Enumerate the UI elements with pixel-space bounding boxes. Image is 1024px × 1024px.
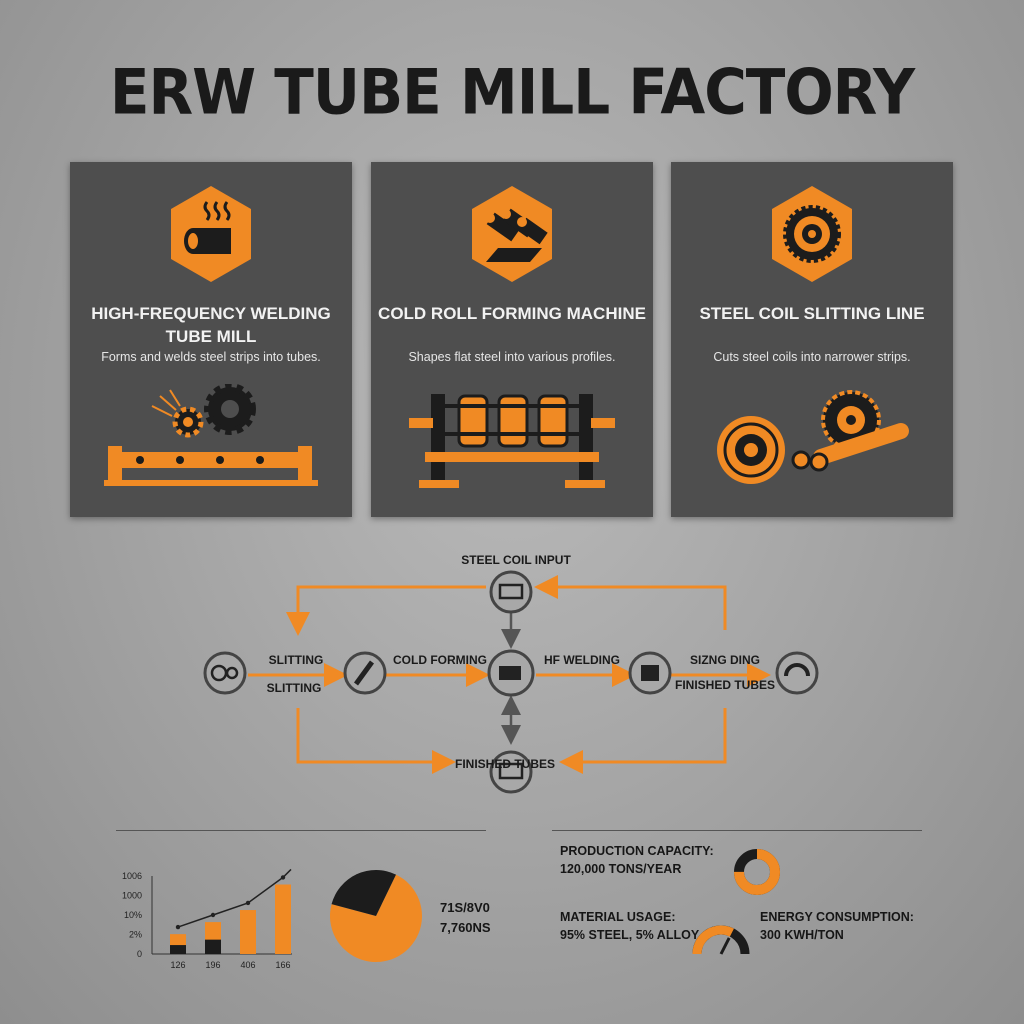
label-hf-welding: HF WELDING	[544, 653, 620, 667]
slitting-line-illustration	[717, 390, 909, 484]
bar-chart-y-tick: 10%	[124, 910, 142, 920]
bar-chart-x-tick: 126	[170, 960, 185, 970]
trend-arrow	[282, 868, 292, 878]
production-capacity-value: 120,000 TONS/YEAR	[560, 862, 682, 876]
divider-left	[116, 830, 486, 831]
gauge-fill	[692, 925, 734, 955]
process-flow-diagram: STEEL COIL INPUT SLITTING SLITTING COLD …	[203, 553, 819, 794]
divider-right	[552, 830, 922, 831]
page-title: ERW TUBE MILL FACTORY	[109, 55, 915, 129]
donut-fill	[734, 849, 780, 895]
node-steel-coil-input	[489, 570, 533, 614]
bar-chart-y-tick: 0	[137, 949, 142, 959]
node-hf-welding	[487, 649, 535, 697]
node-finished-tubes-right	[775, 651, 819, 695]
saw-blade-icon	[772, 186, 852, 282]
trend-point	[210, 912, 216, 918]
label-finished-tubes-bottom: FINISHED TUBES	[455, 757, 555, 771]
gauge-needle	[719, 937, 731, 955]
card-description: Shapes flat steel into various profiles.	[408, 350, 616, 364]
energy-consumption-label: ENERGY CONSUMPTION:	[760, 910, 914, 924]
material-usage-label: MATERIAL USAGE:	[560, 910, 676, 924]
pie-legend: 71S/8V0 7,760NS	[440, 898, 491, 938]
card-title: COLD ROLL FORMING MACHINE	[378, 304, 646, 323]
bar-chart-y-tick: 1000	[122, 891, 142, 901]
card-title: HIGH-FREQUENCY WELDING TUBE MILL	[91, 304, 331, 346]
roll-forming-illustration	[409, 394, 615, 488]
bar	[240, 910, 256, 954]
energy-gauge	[692, 925, 750, 955]
card-cold-roll-forming: COLD ROLL FORMING MACHINE Shapes flat st…	[371, 162, 653, 517]
card-hf-welding: HIGH-FREQUENCY WELDING TUBE MILL Forms a…	[70, 162, 352, 517]
material-usage-value: 95% STEEL, 5% ALLOY	[560, 928, 700, 942]
node-finished-tubes-bottom	[489, 750, 533, 794]
node-slitting	[203, 651, 247, 695]
bar-segment	[205, 939, 221, 954]
bar-chart-y-tick: 1006	[122, 871, 142, 881]
trend-line	[177, 876, 284, 928]
card-title: STEEL COIL SLITTING LINE	[699, 304, 925, 323]
label-cold-forming: COLD FORMING	[393, 653, 487, 667]
energy-consumption-value: 300 KWH/TON	[760, 928, 844, 942]
pie-chart	[330, 870, 422, 962]
trend-point	[245, 900, 251, 906]
bar-chart: 0 2% 10% 1000 1006 126 196 406 166	[122, 868, 292, 970]
label-sizing: SIZNG DING	[690, 653, 760, 667]
welding-mill-illustration	[104, 384, 318, 486]
card-description: Forms and welds steel strips into tubes.	[101, 350, 321, 364]
bar-chart-x-tick: 166	[275, 960, 290, 970]
capacity-donut	[734, 849, 780, 895]
pie-slice	[330, 874, 422, 962]
node-cold-forming	[343, 651, 387, 695]
pipe-icon	[171, 186, 251, 282]
pie-legend-item: 71S/8V0	[440, 900, 490, 915]
pie-legend-item: 7,760NS	[440, 920, 491, 935]
pie-slice	[331, 870, 397, 916]
label-steel-coil-input: STEEL COIL INPUT	[461, 553, 571, 567]
label-slitting-bottom: SLITTING	[267, 681, 322, 695]
bar	[275, 884, 291, 954]
card-description: Cuts steel coils into narrower strips.	[713, 350, 911, 364]
label-slitting-top: SLITTING	[269, 653, 324, 667]
bar-chart-x-tick: 406	[240, 960, 255, 970]
card-coil-slitting: STEEL COIL SLITTING LINE Cuts steel coil…	[671, 162, 953, 517]
production-capacity-label: PRODUCTION CAPACITY:	[560, 844, 714, 858]
label-finished-tubes-right: FINISHED TUBES	[675, 678, 775, 692]
rollers-icon	[472, 186, 552, 282]
bar-chart-y-tick: 2%	[129, 930, 142, 940]
bar-segment	[170, 945, 186, 954]
bar-chart-x-tick: 196	[205, 960, 220, 970]
flow-loop-lines	[248, 575, 771, 774]
node-sizing	[628, 651, 672, 695]
trend-point	[175, 924, 181, 930]
